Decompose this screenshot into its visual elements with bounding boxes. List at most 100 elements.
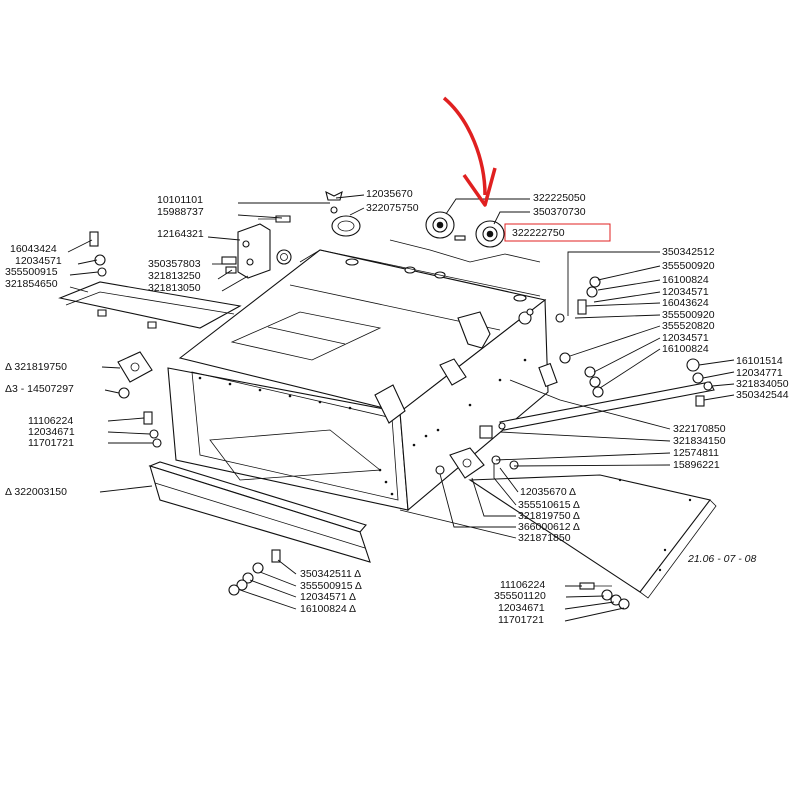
leader-line xyxy=(399,509,517,539)
highlight-arrow xyxy=(442,96,497,207)
callout-label: 350342511 Δ xyxy=(300,568,361,580)
callout-label: 16100824 xyxy=(662,343,709,355)
callout-label: Δ 321819750 xyxy=(5,361,67,373)
top-bolt-ring xyxy=(258,190,361,237)
callout-label: 12035670 xyxy=(366,188,413,200)
cover-plate xyxy=(58,281,242,329)
callout-label: 12034571 Δ xyxy=(300,591,356,603)
leader-line xyxy=(567,251,660,316)
leader-line xyxy=(237,214,283,219)
callout-label: 350342512 xyxy=(662,246,715,258)
leader-lines xyxy=(67,194,735,622)
leader-line xyxy=(564,601,615,610)
leader-line xyxy=(585,302,661,307)
side-plate xyxy=(117,351,153,399)
callout-label: 322075750 xyxy=(366,202,419,214)
leader-line xyxy=(499,467,519,493)
callout-label: 355520820 xyxy=(662,320,715,332)
callout-label: 321854650 xyxy=(5,278,58,290)
leader-line xyxy=(564,607,625,622)
callout-label: 16043624 xyxy=(662,297,709,309)
callout-label: 350342544 xyxy=(736,389,789,401)
callout-label: 321834150 xyxy=(673,435,726,447)
leader-line xyxy=(493,464,517,506)
callout-label: 321834050 xyxy=(736,378,789,390)
leader-line xyxy=(69,286,89,293)
leader-line xyxy=(239,589,297,610)
leader-line xyxy=(67,239,93,253)
leader-line xyxy=(499,431,671,442)
leader-line xyxy=(593,291,661,303)
callout-label: Δ 322003150 xyxy=(5,486,67,498)
callout-label: 355510615 Δ xyxy=(518,499,580,511)
callout-label: 321871850 xyxy=(518,532,571,544)
leader-line xyxy=(597,265,661,281)
callout-label: 12034671 xyxy=(28,426,75,438)
leader-line xyxy=(445,198,530,215)
main-housing xyxy=(167,249,549,512)
callout-label: 12035670 Δ xyxy=(520,486,576,498)
callout-label: 16101514 xyxy=(736,355,783,367)
highlight-label: 322222750 xyxy=(512,227,565,239)
leader-line xyxy=(593,337,661,373)
leader-line xyxy=(493,211,530,225)
callout-label: 350370730 xyxy=(533,206,586,218)
callout-label: 350357803 xyxy=(148,258,201,270)
leader-line xyxy=(249,579,297,598)
leader-line xyxy=(439,473,516,528)
leader-line xyxy=(207,236,241,241)
callout-label: 15988737 xyxy=(157,206,204,218)
bottom-fasteners xyxy=(228,549,281,596)
callout-label: 12034771 xyxy=(736,367,783,379)
callout-label: 12164321 xyxy=(157,228,204,240)
leader-line xyxy=(698,359,735,366)
callout-label: 355500915 Δ xyxy=(300,580,362,592)
right-fasteners xyxy=(538,276,705,407)
callout-label: 11106224 xyxy=(28,415,73,427)
drawing-code: 21.06 - 07 - 08 xyxy=(687,553,756,565)
callout-label: 12034571 xyxy=(15,255,62,267)
leader-line xyxy=(574,314,661,319)
leader-line xyxy=(277,559,297,575)
callout-label: 11701721 xyxy=(28,437,74,449)
callout-label: 15896221 xyxy=(673,459,720,471)
highlight-box xyxy=(504,223,611,242)
leader-line xyxy=(349,207,365,216)
leader-line xyxy=(702,371,735,379)
callout-label: 16100824 Δ xyxy=(300,603,356,615)
bottom-channel xyxy=(148,461,371,563)
leader-line xyxy=(569,325,661,357)
callout-label: 11106224 xyxy=(500,579,545,591)
leader-line xyxy=(335,194,365,199)
callout-label: 12034571 xyxy=(662,332,709,344)
callout-label: 11701721 xyxy=(498,614,544,626)
callout-label: 321813050 xyxy=(148,282,201,294)
leader-line xyxy=(69,271,99,276)
callout-label: 321819750 Δ xyxy=(518,510,580,522)
callout-label: 10101101 xyxy=(157,194,203,206)
leader-line xyxy=(703,394,735,401)
arrow-head xyxy=(462,167,497,207)
callout-label: 12034671 xyxy=(498,602,545,614)
leader-line xyxy=(259,571,297,587)
callout-label: 16043424 xyxy=(10,243,57,255)
leader-line xyxy=(104,389,120,394)
leader-line xyxy=(221,275,249,292)
callout-label: 12034571 xyxy=(662,286,709,298)
callout-label: 355501120 xyxy=(494,590,546,602)
leader-line xyxy=(599,348,661,389)
callout-label: 12574811 xyxy=(673,447,719,459)
callout-label: Δ3 - 14507297 xyxy=(5,383,74,395)
leader-line xyxy=(107,417,145,422)
callout-label: 322225050 xyxy=(533,192,586,204)
leader-line xyxy=(77,259,98,265)
leader-line xyxy=(513,464,671,467)
leader-line xyxy=(495,452,671,461)
callout-label: 321813250 xyxy=(148,270,201,282)
leader-line xyxy=(99,485,153,493)
bearing-assembly xyxy=(389,211,541,263)
callout-label: 355500920 xyxy=(662,260,715,272)
leader-line xyxy=(565,595,605,598)
